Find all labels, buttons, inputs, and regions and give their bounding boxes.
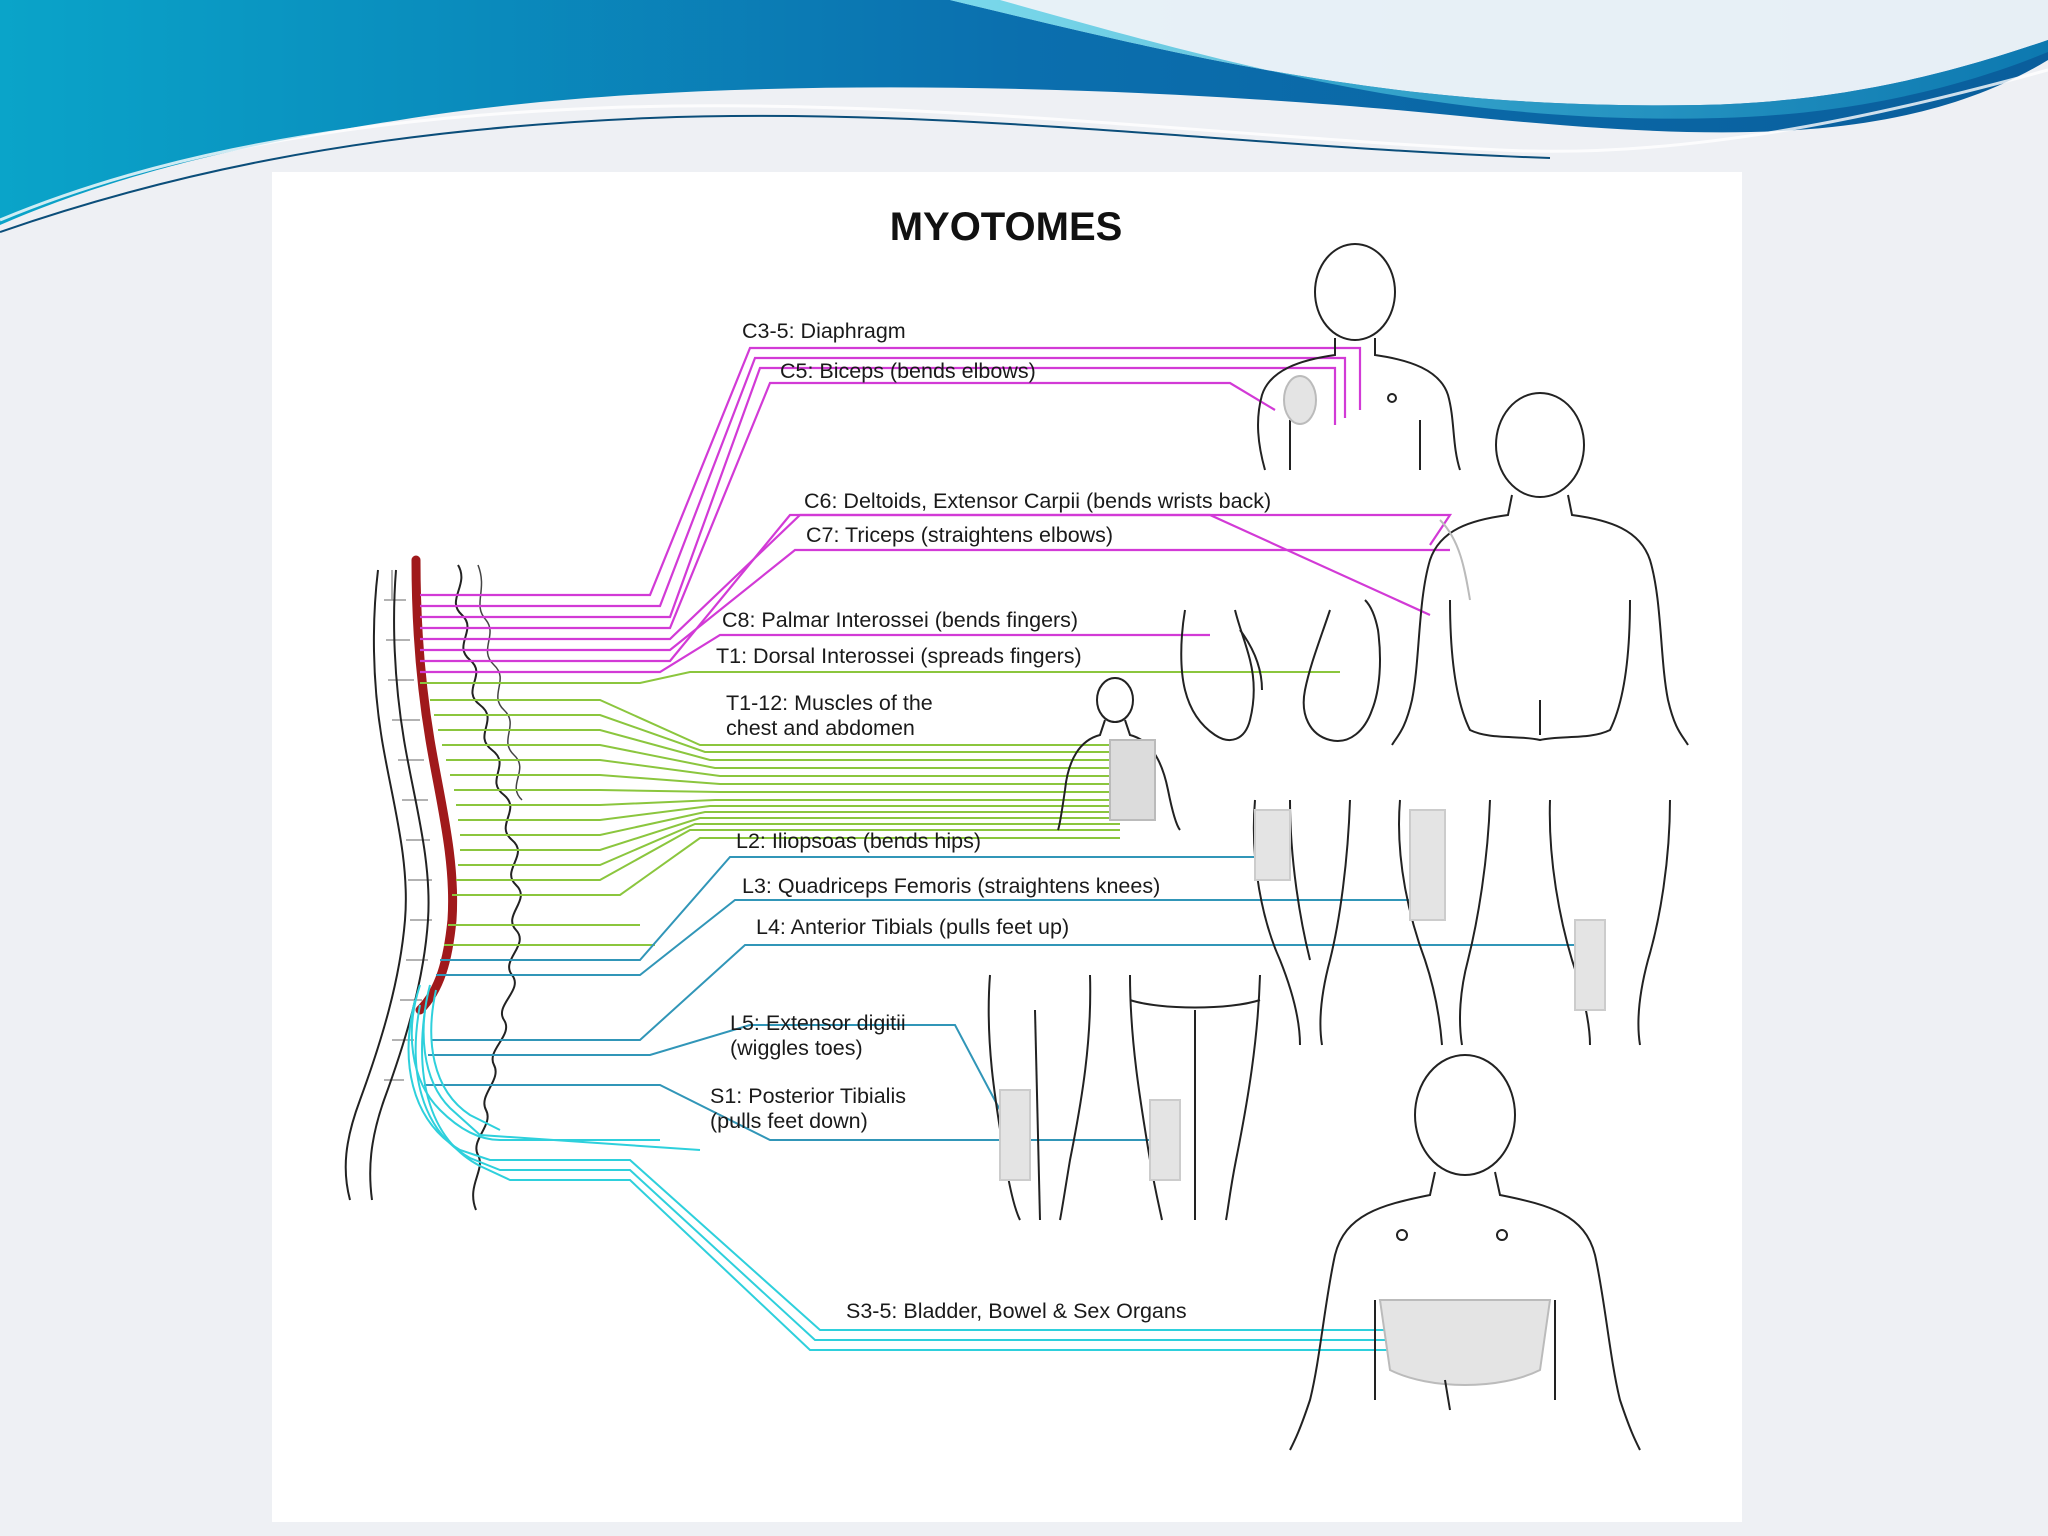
figure-lower-torso-front xyxy=(1289,1054,1641,1451)
label-c6-deltoids: C6: Deltoids, Extensor Carpii (bends wri… xyxy=(804,489,1271,513)
figure-upper-torso-front xyxy=(1257,243,1461,471)
figure-legs-row-hips-knees xyxy=(1252,799,1671,1046)
figure-chest-abdomen xyxy=(1057,677,1181,831)
label-l3-quadriceps: L3: Quadriceps Femoris (straightens knee… xyxy=(742,874,1160,898)
myotome-labels: C3-5: Diaphragm C5: Biceps (bends elbows… xyxy=(710,319,1271,1323)
label-c3-5-diaphragm: C3-5: Diaphragm xyxy=(742,319,906,343)
label-t1-12-line2: chest and abdomen xyxy=(726,716,915,740)
label-s3-5-bladder: S3-5: Bladder, Bowel & Sex Organs xyxy=(846,1299,1187,1323)
label-s1-line1: S1: Posterior Tibialis xyxy=(710,1084,906,1108)
label-l5-line2: (wiggles toes) xyxy=(730,1036,863,1060)
figure-legs-row-feet xyxy=(987,974,1261,1221)
figure-torso-back xyxy=(1391,392,1689,746)
diagram-title: MYOTOMES xyxy=(890,205,1123,249)
label-t1-dorsal-interossei: T1: Dorsal Interossei (spreads fingers) xyxy=(716,644,1082,668)
sacral-nerve-lines xyxy=(407,984,1440,1351)
lumbar-nerve-lines xyxy=(424,856,1580,1141)
label-l5-line1: L5: Extensor digitii xyxy=(730,1011,906,1035)
header-wave-decoration xyxy=(0,0,2048,233)
label-l2-iliopsoas: L2: Iliopsoas (bends hips) xyxy=(736,829,981,853)
figure-hands xyxy=(1180,599,1381,742)
label-t1-12-line1: T1-12: Muscles of the xyxy=(726,691,933,715)
label-c7-triceps: C7: Triceps (straightens elbows) xyxy=(806,523,1113,547)
label-s1-line2: (pulls feet down) xyxy=(710,1109,868,1133)
label-c8-palmar-interossei: C8: Palmar Interossei (bends fingers) xyxy=(722,608,1078,632)
label-c5-biceps: C5: Biceps (bends elbows) xyxy=(780,359,1036,383)
thoracic-nerve-lines xyxy=(420,671,1340,946)
label-l4-anterior-tibials: L4: Anterior Tibials (pulls feet up) xyxy=(756,915,1069,939)
